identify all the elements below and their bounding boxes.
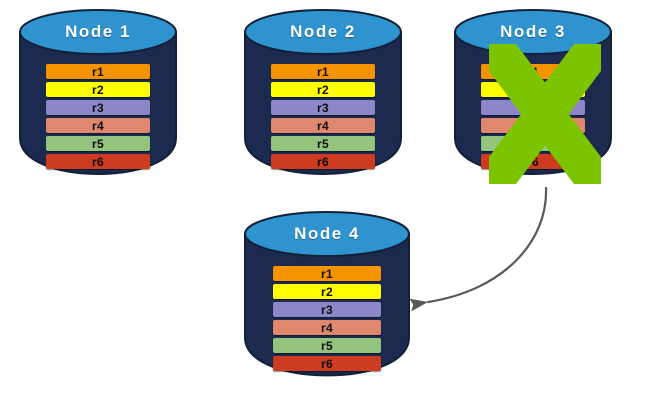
data-row-label: r4	[92, 118, 104, 133]
node-cylinder-4[interactable]: Node 4 r1 r2 r3 r4 r5 r6	[243, 210, 411, 390]
data-row-label: r2	[321, 284, 333, 299]
data-row-r2[interactable]: r2	[273, 284, 381, 299]
data-row-r4[interactable]: r4	[481, 118, 585, 133]
data-row-r4[interactable]: r4	[273, 320, 381, 335]
data-row-label: r5	[527, 136, 539, 151]
data-row-label: r1	[527, 64, 539, 79]
data-row-r5[interactable]: r5	[481, 136, 585, 151]
data-row-r4[interactable]: r4	[271, 118, 375, 133]
data-row-r1[interactable]: r1	[481, 64, 585, 79]
data-row-r3[interactable]: r3	[46, 100, 150, 115]
data-row-label: r2	[527, 82, 539, 97]
data-row-r5[interactable]: r5	[46, 136, 150, 151]
data-row-label: r6	[92, 154, 104, 169]
data-row-r1[interactable]: r1	[271, 64, 375, 79]
node-title: Node 4	[294, 224, 360, 243]
data-row-r5[interactable]: r5	[273, 338, 381, 353]
data-row-label: r6	[321, 356, 333, 371]
data-row-r3[interactable]: r3	[273, 302, 381, 317]
data-row-r1[interactable]: r1	[273, 266, 381, 281]
node-title: Node 2	[290, 22, 356, 41]
data-row-label: r2	[317, 82, 329, 97]
data-row-r4[interactable]: r4	[46, 118, 150, 133]
data-row-label: r1	[317, 64, 329, 79]
data-row-r6[interactable]: r6	[273, 356, 381, 371]
data-row-label: r4	[321, 320, 333, 335]
data-row-r2[interactable]: r2	[271, 82, 375, 97]
row-stack: r1 r2 r3 r4 r5 r6	[243, 64, 403, 169]
cylinder-top-ellipse	[244, 9, 402, 55]
data-row-label: r2	[92, 82, 104, 97]
data-row-label: r5	[321, 338, 333, 353]
data-row-label: r3	[321, 302, 333, 317]
row-stack: r1 r2 r3 r4 r5 r6	[243, 266, 411, 371]
data-row-r2[interactable]: r2	[46, 82, 150, 97]
data-row-label: r3	[527, 100, 539, 115]
node-title: Node 3	[500, 22, 566, 41]
data-row-r6[interactable]: r6	[271, 154, 375, 169]
data-row-label: r6	[527, 154, 539, 169]
node-cylinder-1[interactable]: Node 1 r1 r2 r3 r4 r5 r6	[18, 8, 178, 188]
data-row-label: r5	[92, 136, 104, 151]
data-row-r6[interactable]: r6	[481, 154, 585, 169]
arrow-head-icon	[409, 298, 428, 312]
row-stack: r1 r2 r3 r4 r5 r6	[18, 64, 178, 169]
data-row-label: r6	[317, 154, 329, 169]
node-cylinder-2[interactable]: Node 2 r1 r2 r3 r4 r5 r6	[243, 8, 403, 188]
cylinder-top-ellipse	[244, 211, 410, 257]
data-row-r6[interactable]: r6	[46, 154, 150, 169]
data-row-r3[interactable]: r3	[271, 100, 375, 115]
cylinder-top-ellipse	[19, 9, 177, 55]
data-row-label: r3	[317, 100, 329, 115]
data-row-r3[interactable]: r3	[481, 100, 585, 115]
data-row-r2[interactable]: r2	[481, 82, 585, 97]
data-row-label: r1	[321, 266, 333, 281]
node-cylinder-3[interactable]: Node 3 r1 r2 r3 r4 r5 r6	[453, 8, 613, 188]
node-title: Node 1	[65, 22, 131, 41]
data-row-label: r4	[317, 118, 329, 133]
row-stack: r1 r2 r3 r4 r5 r6	[453, 64, 613, 169]
data-row-label: r5	[317, 136, 329, 151]
data-row-r5[interactable]: r5	[271, 136, 375, 151]
arrow-curve	[426, 186, 548, 304]
data-row-label: r3	[92, 100, 104, 115]
data-row-r1[interactable]: r1	[46, 64, 150, 79]
data-row-label: r4	[527, 118, 539, 133]
data-row-label: r1	[92, 64, 104, 79]
